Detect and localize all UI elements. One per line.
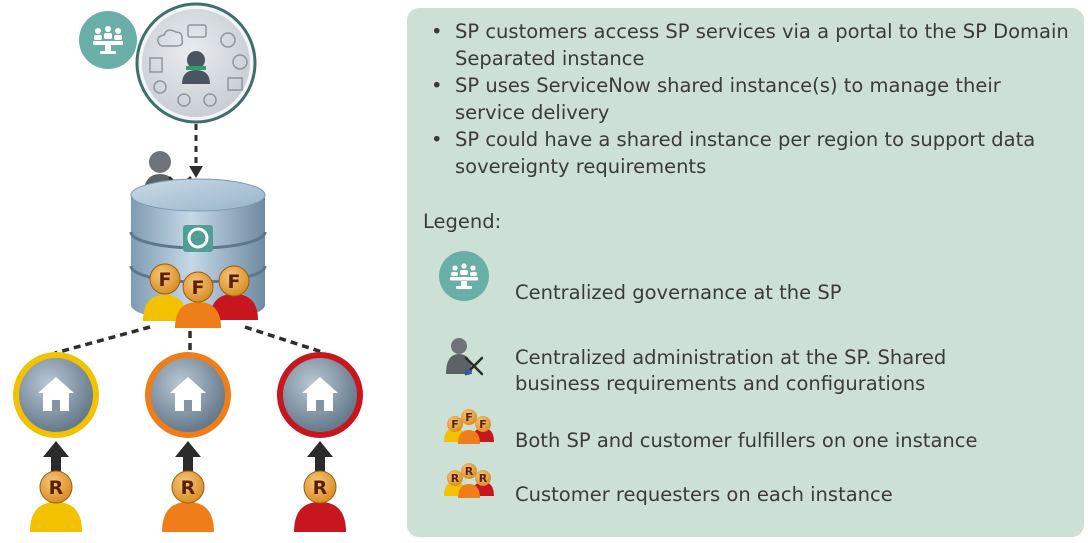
- customer-instance-red: [277, 352, 363, 438]
- architecture-diagram: F F F: [0, 0, 400, 539]
- requester-label: R: [49, 477, 64, 499]
- legend-requesters-text: Customer requesters on each instance: [515, 483, 893, 506]
- governance-badge: [79, 11, 137, 69]
- customer-instance-yellow: [13, 352, 99, 438]
- bullet-item: SP uses ServiceNow shared instance(s) to…: [429, 72, 1069, 126]
- request-arrows: [43, 441, 333, 473]
- bullet-list: SP customers access SP services via a po…: [429, 18, 1069, 180]
- requester-label: R: [451, 472, 460, 485]
- requester-label: R: [181, 477, 196, 499]
- instance-connectors: [54, 325, 326, 355]
- fulfiller-label: F: [159, 269, 172, 291]
- bullet-item: SP customers access SP services via a po…: [429, 18, 1069, 72]
- admin-icon: [446, 338, 484, 376]
- requester-label: R: [313, 477, 328, 499]
- requester-red: R: [294, 470, 346, 532]
- requester-label: R: [465, 465, 474, 478]
- fulfiller-yellow: F: [143, 263, 187, 321]
- requester-orange: R: [162, 470, 214, 532]
- fulfiller-label: F: [228, 271, 241, 293]
- fulfiller-label: F: [479, 418, 487, 431]
- portal-arrowhead: [189, 166, 203, 178]
- fulfiller-red: F: [210, 265, 258, 320]
- fulfillers-icon: F F F: [444, 409, 494, 444]
- fulfiller-orange: F: [175, 271, 221, 328]
- requester-label: R: [479, 472, 488, 485]
- fulfiller-label: F: [192, 277, 205, 299]
- legend-fulfillers-text: Both SP and customer fulfillers on one i…: [515, 429, 978, 452]
- governance-icon: [439, 251, 489, 301]
- legend-admin-text: Centralized administration at the SP. Sh…: [515, 346, 947, 395]
- fulfiller-label: F: [451, 418, 459, 431]
- customer-instance-orange: [145, 352, 231, 438]
- legend-governance-text: Centralized governance at the SP: [515, 281, 842, 304]
- requester-yellow: R: [30, 470, 82, 532]
- description-panel: SP customers access SP services via a po…: [407, 8, 1084, 537]
- requesters-icon: R R R: [444, 463, 494, 498]
- bullet-item: SP could have a shared instance per regi…: [429, 126, 1069, 180]
- sp-portal-circle: [135, 2, 257, 124]
- legend-title: Legend:: [423, 210, 502, 233]
- fulfiller-label: F: [465, 411, 473, 424]
- diagram-canvas: F F F: [13, 2, 363, 532]
